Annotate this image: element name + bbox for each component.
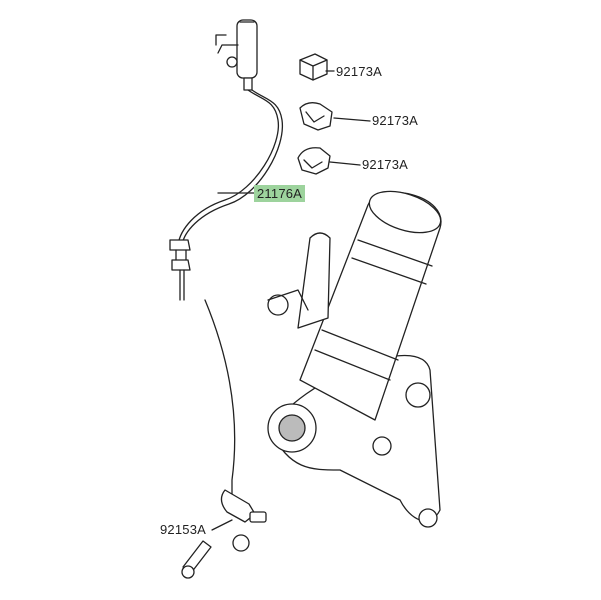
part-label-92173a-2[interactable]: 92173A: [372, 113, 419, 128]
fork-leg-drawing: [267, 190, 442, 528]
part-label-21176a-highlighted[interactable]: 21176A: [254, 185, 306, 202]
leader-lines: [211, 70, 371, 531]
part-label-92173a-3[interactable]: 92173A: [362, 157, 409, 172]
part-label-92173a-1[interactable]: 92173A: [336, 64, 383, 79]
sensor-cable-drawing: [169, 19, 283, 552]
clip-drawings: [297, 53, 333, 175]
part-label-92153a[interactable]: 92153A: [160, 522, 207, 537]
bolt-drawing: [181, 540, 212, 579]
